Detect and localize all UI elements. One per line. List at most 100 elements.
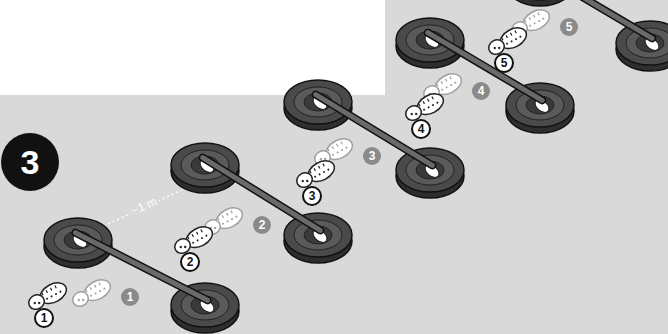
tread: [427, 99, 428, 102]
pole: [428, 33, 542, 101]
pole: [316, 95, 432, 166]
tread: [86, 290, 87, 293]
tread: [454, 81, 457, 84]
tread: [419, 104, 420, 107]
tread: [332, 146, 333, 149]
tread: [82, 298, 85, 301]
callout-number: 5: [560, 18, 578, 36]
tread: [525, 20, 526, 23]
tread: [436, 101, 439, 104]
tread: [231, 211, 232, 214]
pole: [538, 0, 652, 38]
hurdle: [284, 80, 464, 198]
tread: [506, 35, 507, 38]
tread: [450, 84, 453, 87]
tread: [103, 287, 106, 290]
callout-number: 2: [180, 252, 200, 272]
tread: [201, 230, 202, 233]
tread: [427, 106, 430, 109]
tread: [235, 215, 238, 218]
tread: [231, 218, 234, 221]
tread: [55, 293, 58, 296]
hurdle: [171, 143, 352, 263]
tread: [188, 237, 189, 240]
tread: [445, 79, 446, 82]
tread: [519, 35, 522, 38]
tread: [201, 237, 204, 240]
base-weight: [171, 143, 239, 187]
hurdle: [396, 18, 574, 133]
footprint-light: [69, 276, 114, 311]
tread: [196, 239, 199, 242]
tread: [327, 168, 330, 171]
tread: [324, 157, 327, 160]
tread: [205, 234, 208, 237]
tread: [179, 245, 182, 248]
tread: [99, 283, 100, 286]
tread: [498, 46, 501, 49]
footprints: [25, 6, 553, 314]
tread: [538, 13, 539, 16]
tread: [184, 245, 187, 248]
tread: [99, 290, 102, 293]
tread: [502, 38, 503, 41]
tread: [192, 241, 195, 244]
tread: [432, 104, 435, 107]
tread: [515, 31, 516, 34]
tread: [410, 112, 413, 115]
tread: [46, 297, 49, 300]
tread: [506, 42, 509, 45]
callout-number: 5: [494, 53, 514, 73]
tread: [94, 285, 95, 288]
tread: [328, 149, 329, 152]
tread: [38, 301, 41, 304]
tread: [432, 97, 433, 100]
base-weight: [506, 0, 574, 6]
hurdle: [506, 0, 668, 71]
tread: [510, 40, 513, 43]
pole: [316, 95, 432, 166]
tread: [90, 294, 93, 297]
tread: [445, 86, 448, 89]
tread: [319, 157, 322, 160]
tread: [341, 149, 344, 152]
tread: [515, 38, 518, 41]
tread: [301, 179, 304, 182]
tread: [77, 298, 80, 301]
tread: [423, 101, 424, 104]
hurdle: [44, 218, 239, 333]
tread: [533, 15, 534, 18]
tread: [415, 112, 418, 115]
tread: [59, 290, 62, 293]
tread: [323, 171, 326, 174]
tread: [341, 142, 342, 145]
heel: [70, 289, 91, 309]
hurdles: [44, 0, 668, 333]
callout-number: 3: [302, 186, 322, 206]
tread: [306, 179, 309, 182]
base-weight: [506, 83, 574, 127]
tread: [310, 171, 311, 174]
callout-number: 4: [411, 119, 431, 139]
tread: [218, 218, 219, 221]
tread: [226, 220, 229, 223]
tread: [50, 295, 53, 298]
base-weight: [284, 80, 352, 124]
tread: [323, 164, 324, 167]
tread: [226, 213, 227, 216]
tread: [46, 290, 47, 293]
pole: [538, 0, 652, 38]
callout-number: 4: [472, 82, 490, 100]
tread: [441, 81, 442, 84]
callout-number: 3: [363, 147, 381, 165]
tread: [529, 17, 530, 20]
tread: [222, 215, 223, 218]
tread: [336, 144, 337, 147]
tread: [529, 24, 532, 27]
tread: [345, 146, 348, 149]
tread: [94, 292, 97, 295]
tread: [542, 17, 545, 20]
